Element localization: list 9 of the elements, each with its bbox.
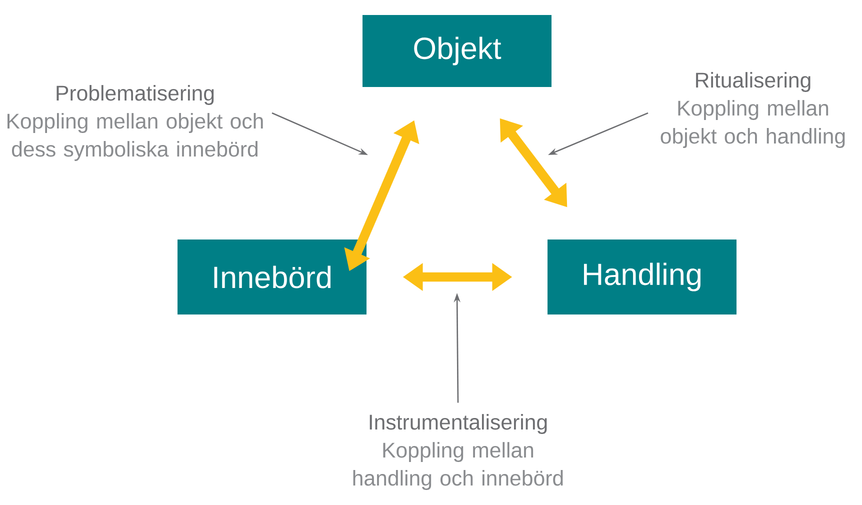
concept-box: Handling bbox=[548, 240, 736, 314]
description: Koppling mellan objekt och handling bbox=[660, 100, 845, 148]
concept-box: Innebörd bbox=[178, 240, 366, 314]
label-heading: Ritualisering bbox=[696, 72, 810, 92]
label-heading: Problematisering bbox=[56, 85, 214, 105]
label-heading: Instrumentalisering bbox=[370, 414, 547, 434]
concept-box: Objekt bbox=[362, 15, 552, 87]
description: Koppling mellan handling och innebörd bbox=[353, 442, 563, 490]
description: Koppling mellan objekt och dess symboliska innebörd bbox=[8, 113, 263, 161]
